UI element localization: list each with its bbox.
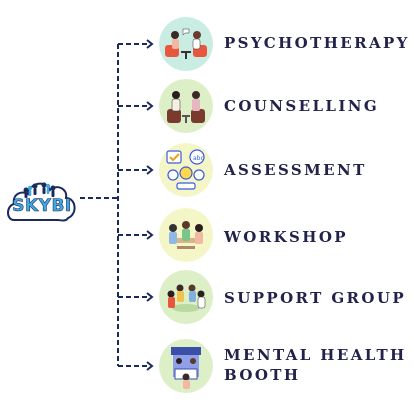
assessment-illustration-icon: abc [159,143,213,197]
service-label: PSYCHOTHERAPY [224,34,410,52]
workshop-illustration-icon [159,208,213,262]
service-label: ASSESSMENT [224,161,367,179]
logo-text: SKYBI [12,196,72,217]
skybi-logo: SKYBI [4,170,80,226]
cloud-children-logo-icon [7,182,76,222]
mental-health-booth-illustration-icon [159,339,213,393]
service-label: COUNSELLING [224,97,380,115]
counselling-illustration-icon [159,79,213,133]
support-group-illustration-icon [159,270,213,324]
svg-text:abc: abc [193,155,204,162]
therapy-session-illustration-icon [159,17,213,71]
service-label: MENTAL HEALTH BOOTH [224,346,407,384]
service-label: SUPPORT GROUP [224,289,407,307]
service-label: WORKSHOP [224,228,348,246]
